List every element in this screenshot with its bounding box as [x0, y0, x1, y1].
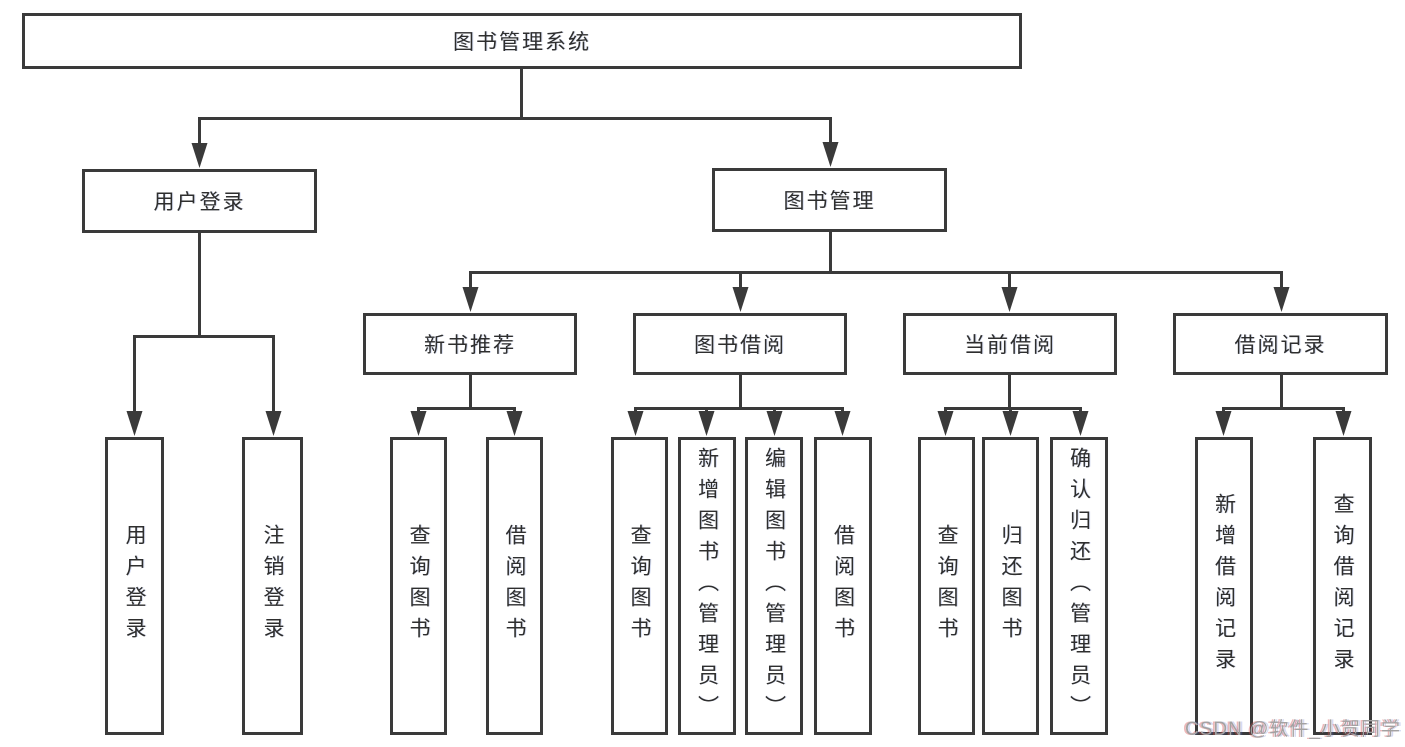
- node-borrow-records: 借阅记录: [1173, 313, 1388, 375]
- node-book-borrow: 图书借阅: [633, 313, 847, 375]
- node-book-management: 图书管理: [712, 168, 947, 232]
- csdn-watermark: CSDN @软件_小贺同学: [1185, 719, 1401, 740]
- leaf-edit-books-admin: 编辑图书（管理员）: [745, 437, 803, 735]
- leaf-query-books-borrow: 查询图书: [611, 437, 668, 735]
- leaf-logout: 注销登录: [242, 437, 303, 735]
- leaf-add-books-admin: 新增图书（管理员）: [678, 437, 736, 735]
- node-library-system: 图书管理系统: [22, 13, 1022, 69]
- leaf-query-borrow-record: 查询借阅记录: [1313, 437, 1372, 735]
- leaf-add-borrow-record: 新增借阅记录: [1195, 437, 1253, 735]
- node-user-login: 用户登录: [82, 169, 317, 233]
- leaf-borrow-books-recommend: 借阅图书: [486, 437, 543, 735]
- node-current-borrow: 当前借阅: [903, 313, 1117, 375]
- node-new-book-recommend: 新书推荐: [363, 313, 577, 375]
- leaf-borrow-books: 借阅图书: [814, 437, 872, 735]
- leaf-user-login: 用户登录: [105, 437, 164, 735]
- leaf-return-books: 归还图书: [982, 437, 1039, 735]
- leaf-query-books-current: 查询图书: [918, 437, 975, 735]
- leaf-confirm-return-admin: 确认归还（管理员）: [1050, 437, 1108, 735]
- leaf-query-books-recommend: 查询图书: [390, 437, 447, 735]
